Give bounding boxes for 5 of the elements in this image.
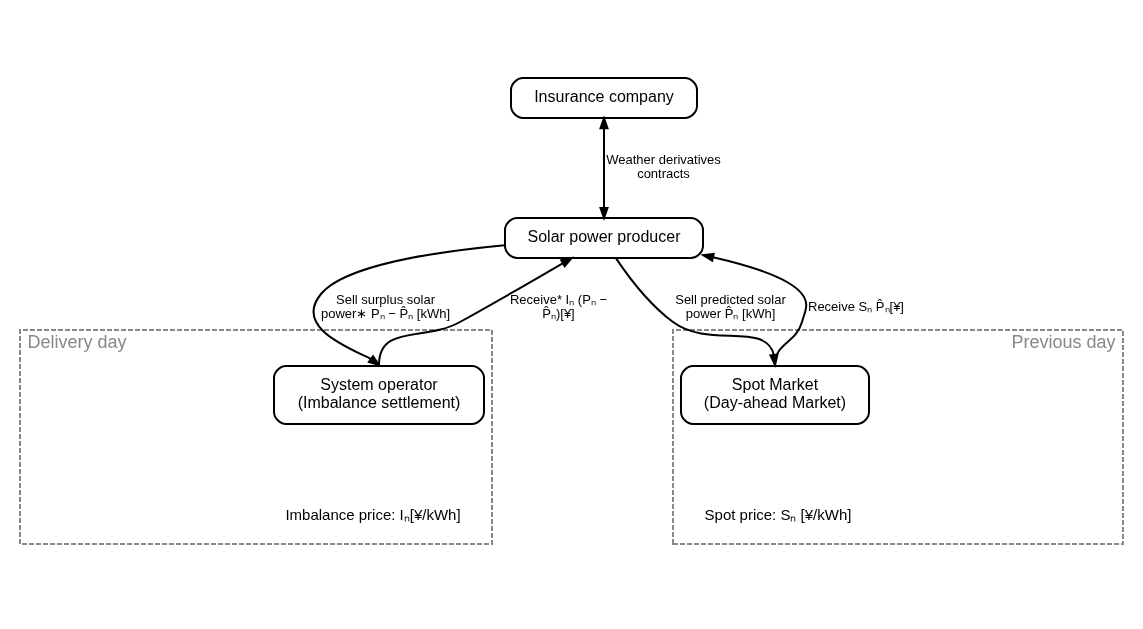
edge-label: Receive Sₙ P̂ₙ[¥] (808, 298, 904, 314)
edge-label: Sell predicted solar power P̂ₙ [kWh] (675, 291, 786, 321)
edge-label: Receive* Iₙ (Pₙ − P̂ₙ)[¥] (509, 291, 608, 321)
edge-label: Sell surplus solar power∗ Pₙ − P̂ₙ [kWh] (320, 291, 451, 321)
edge-label: Weather derivatives contracts (606, 151, 721, 181)
